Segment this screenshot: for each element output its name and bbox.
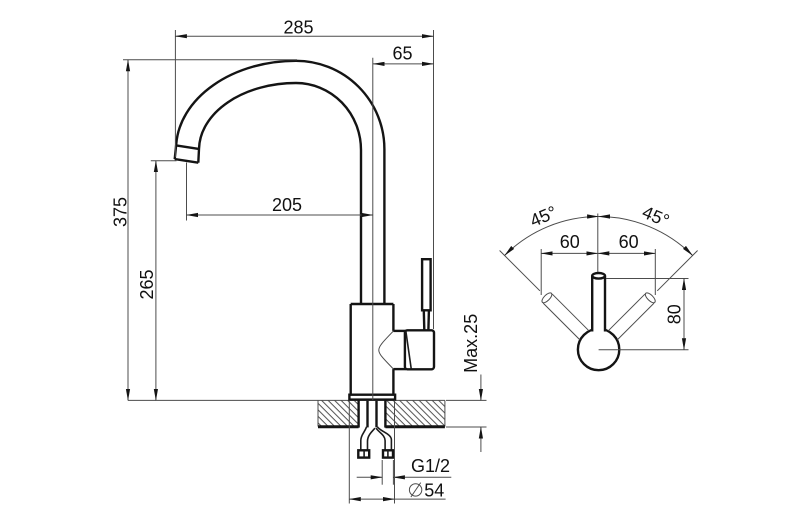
handle-hub-seam [405, 331, 412, 369]
handle-front [378, 258, 436, 371]
diameter-symbol-slash [410, 482, 422, 498]
handle-top-view [541, 271, 656, 372]
countertop-hatch-right [385, 400, 445, 427]
dim-label-spout-reach: 205 [272, 195, 302, 215]
handle-lever [420, 258, 432, 312]
handle-ghost-left-side [542, 302, 581, 341]
dimension-hose-thread: G1/2 [356, 456, 452, 485]
handle-hub [403, 329, 436, 371]
hose-right-outer-curve [376, 426, 393, 451]
dimension-counter-thickness: Max.25 [446, 314, 487, 452]
dim-label-offset-left: 60 [560, 232, 580, 252]
arc-left [504, 214, 600, 256]
dim-label-spout-offset: 65 [392, 44, 412, 64]
dim-label-spout-height: 265 [137, 269, 157, 299]
handle-ghost-cap [644, 292, 656, 304]
top-view: 45° 45° 60 60 80 [499, 202, 698, 372]
dimension-overall-width: 285 [174, 17, 434, 329]
base-flange [348, 393, 397, 401]
front-dimensions: 285 65 375 265 [111, 17, 487, 504]
dimension-spout-reach: 205 [186, 162, 374, 221]
front-view: 285 65 375 265 [111, 17, 487, 504]
handle-boss-crease [378, 330, 394, 370]
dim-label-handle-length: 80 [664, 304, 684, 324]
handle-position-left [541, 292, 590, 341]
dim-label-swing-left: 45° [527, 202, 560, 231]
dim-label-swing-right: 45° [639, 202, 672, 231]
dim-label-counter-thickness: Max.25 [461, 314, 481, 373]
dim-label-hose-thread: G1/2 [411, 456, 450, 476]
arc-right [598, 214, 693, 256]
dimension-handle-offsets: 60 60 [540, 232, 656, 295]
spout-inner-curve [197, 81, 363, 304]
spout-outlet-face [174, 157, 199, 164]
dimension-spout-offset: 65 [372, 44, 434, 400]
handle-position-right [608, 292, 656, 341]
handle-mask [592, 276, 605, 333]
dimension-overall-height: 375 [111, 59, 297, 401]
hose-left-outer-curve [360, 426, 368, 451]
handle-ghost-cap [541, 292, 553, 304]
dim-label-overall-height: 375 [111, 197, 131, 227]
dimension-handle-length: 80 [598, 278, 689, 351]
dim-label-base-diameter: 54 [424, 480, 444, 500]
countertop [128, 399, 446, 429]
aerator-top-line [176, 144, 200, 151]
faucet-front [173, 59, 436, 459]
handle-ghost-right-side [551, 293, 590, 332]
hose-right-inner-curve [375, 427, 386, 451]
handle-top-cap [590, 271, 607, 280]
spout-outer-curve [173, 59, 386, 304]
dim-label-offset-right: 60 [619, 232, 639, 252]
handle-ghost-left-side [608, 293, 646, 332]
hose-left-inner-curve [366, 427, 376, 451]
ext-line-45-right [656, 250, 698, 292]
ext-line-45-left [499, 250, 541, 292]
handle-neck-left [422, 310, 426, 331]
dimension-base-diameter: 54 [348, 400, 446, 504]
handle-neck-right [427, 310, 431, 331]
diameter-symbol-circle [408, 483, 423, 497]
dimension-spout-height: 265 [137, 160, 177, 401]
countertop-hatch-left [318, 400, 359, 427]
handle-ghost-right-side [617, 302, 655, 341]
supply-hoses [357, 400, 395, 459]
diameter-symbol [408, 482, 423, 498]
dim-label-overall-width: 285 [283, 17, 313, 37]
